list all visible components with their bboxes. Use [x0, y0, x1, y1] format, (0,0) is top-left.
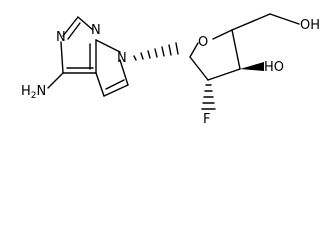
- atom-o-ring-label: O: [198, 35, 208, 50]
- bond-c3-c2: [207, 68, 241, 81]
- bond-n7-c8: [119, 59, 129, 86]
- atom-nh2-label: H2N: [21, 84, 46, 101]
- hashed-bond-n-c1: [133, 42, 179, 61]
- bond-c5-c5a: [95, 72, 105, 97]
- svg-text:H2N: H2N: [21, 84, 46, 101]
- bond-c6-n7: [95, 39, 121, 53]
- bond-c8-c5a: [103, 84, 129, 97]
- atom-f-label: F: [203, 112, 210, 127]
- atom-n1-label: N: [91, 23, 101, 38]
- bond-c4-nh2: [47, 72, 64, 89]
- bond-c4-c3: [231, 29, 241, 70]
- atom-n3-label: N: [56, 30, 66, 45]
- atom-oh3-label: HO: [264, 60, 284, 75]
- bond-c8-c5a-double: [105, 79, 125, 90]
- wedge-bond-c3-oh: [240, 62, 264, 71]
- atom-oh5-label: OH: [300, 18, 320, 33]
- hashed-bond-c2-f: [201, 84, 216, 110]
- bond-c5prime-o: [269, 13, 300, 25]
- bond-c2-n1: [77, 16, 94, 31]
- bond-c2-c1: [189, 56, 209, 81]
- bond-c4-n3: [60, 41, 64, 74]
- molecule-structure: N N N O OH HO F H2N: [21, 13, 320, 127]
- bond-c1-o4: [189, 42, 199, 58]
- bond-n3-c2: [62, 16, 79, 37]
- bond-n3-c2-double: [67, 22, 81, 40]
- bond-o4-c4: [212, 29, 233, 40]
- atom-n7-label: N: [117, 51, 127, 66]
- bond-c4-c5prime: [231, 13, 271, 31]
